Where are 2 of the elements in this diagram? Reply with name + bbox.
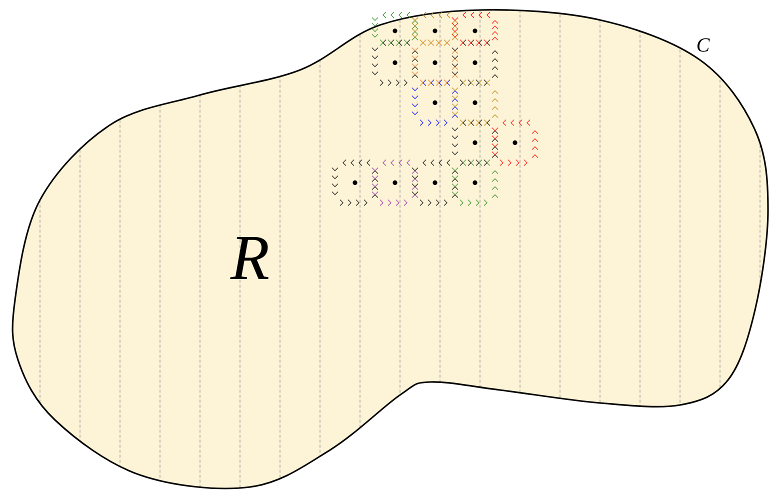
region-label: R	[230, 237, 268, 279]
curve-label: C	[697, 38, 710, 52]
